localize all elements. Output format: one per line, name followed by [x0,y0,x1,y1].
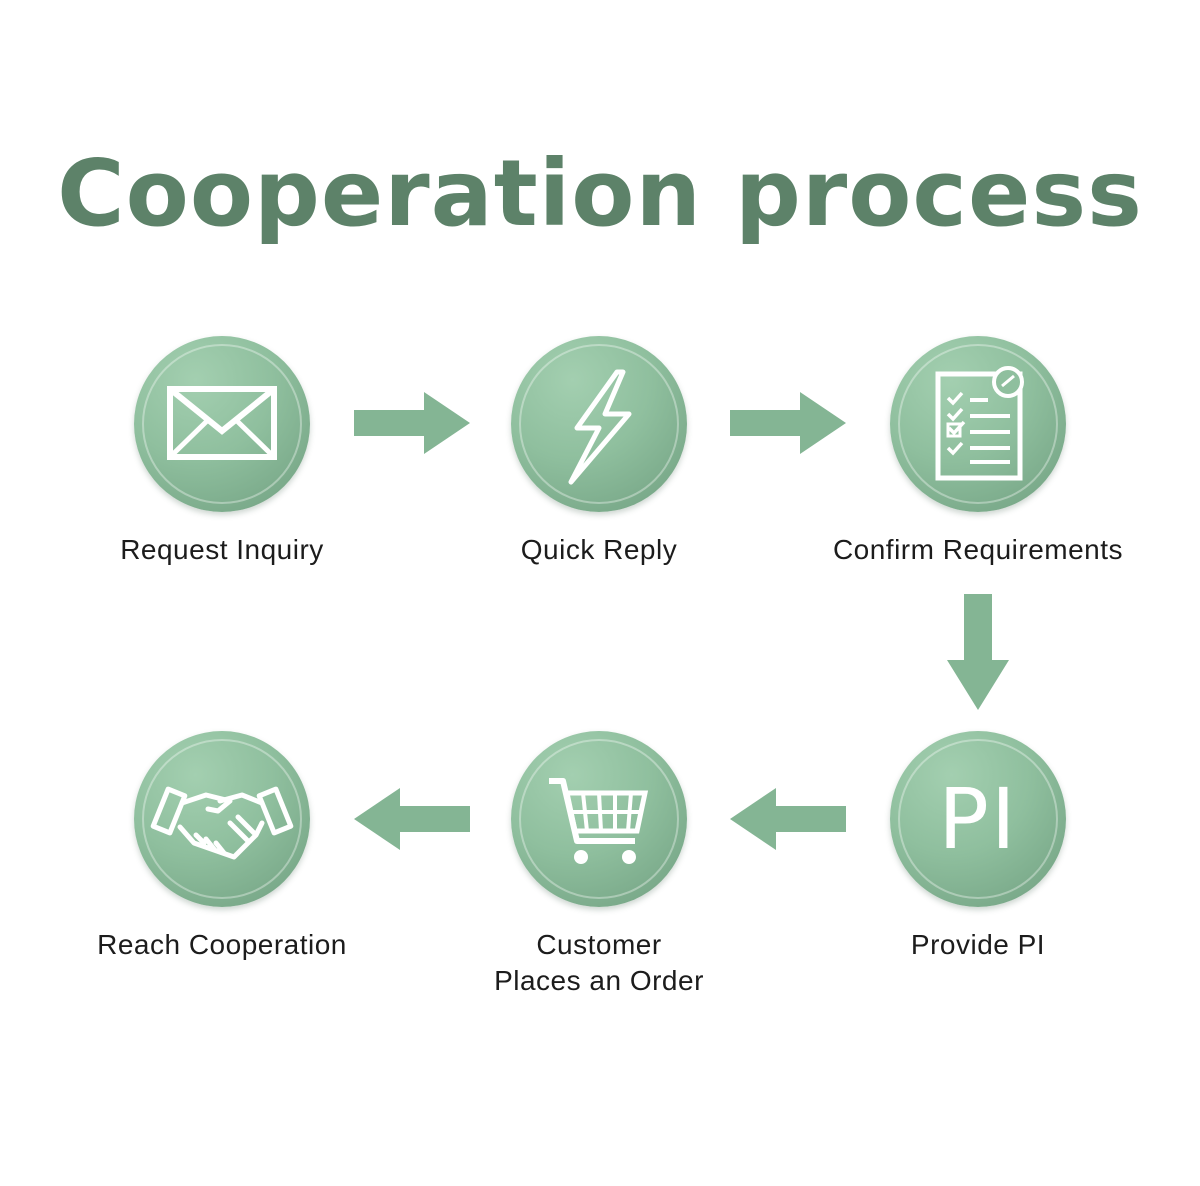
step-circle [134,336,310,512]
handshake-icon [150,786,294,860]
step-circle [890,336,1066,512]
step-circle: PI [890,731,1066,907]
arrow-right-icon [730,392,846,454]
arrow-left-icon [354,788,470,850]
arrow-right-icon [354,392,470,454]
step-label: Reach Cooperation [97,929,347,960]
checklist-icon [935,366,1024,481]
step-label: Customer Places an Order [494,929,704,996]
envelope-icon [167,386,277,460]
shopping-cart-icon [549,778,649,864]
step-label: Request Inquiry [120,534,324,565]
step-circle [511,336,687,512]
step-label: Quick Reply [520,534,678,565]
step-circle [511,731,687,907]
pi-icon: PI [938,770,1018,868]
arrow-down-icon [947,594,1009,710]
lightning-icon [568,369,632,485]
step-label: Confirm Requirements [832,534,1124,565]
arrow-left-icon [730,788,846,850]
step-label: Provide PI [910,929,1046,960]
page-title: Cooperation process [57,140,1143,247]
step-circle [134,731,310,907]
